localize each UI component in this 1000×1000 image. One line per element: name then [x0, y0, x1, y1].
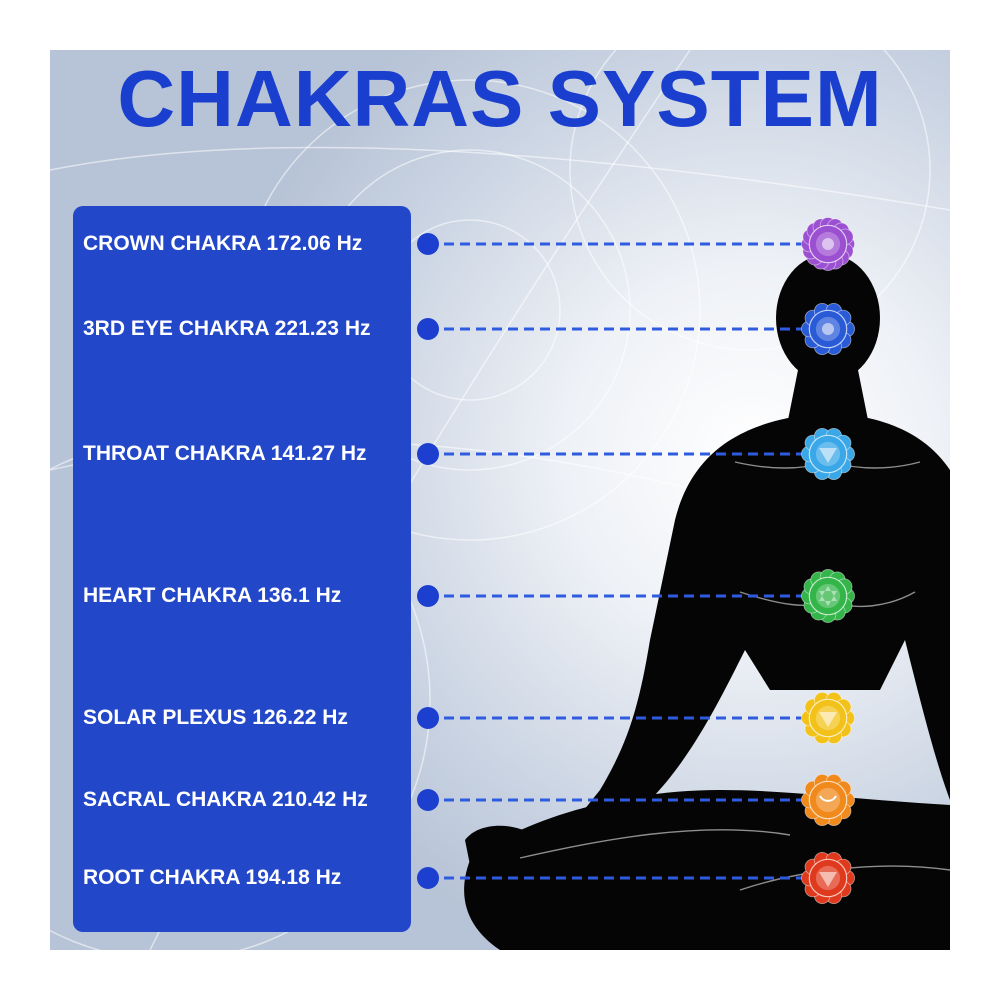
chakra-label: ROOT CHAKRA 194.18 Hz — [83, 866, 342, 889]
solar-plexus-chakra-icon — [801, 691, 855, 745]
chakra-row-5 — [417, 773, 855, 827]
crown-chakra-lotus-om-icon — [801, 217, 855, 271]
chakra-label: THROAT CHAKRA 141.27 Hz — [83, 442, 367, 465]
chakra-row-4 — [417, 691, 855, 745]
third-eye-chakra-icon — [801, 302, 855, 356]
chakra-row-0 — [417, 217, 855, 271]
connector-dot — [417, 585, 439, 607]
connector-dot — [417, 867, 439, 889]
chakra-label-panel — [73, 206, 411, 932]
chakra-label: HEART CHAKRA 136.1 Hz — [83, 584, 342, 607]
connector-dot — [417, 318, 439, 340]
chakra-row-1 — [417, 302, 855, 356]
chakra-label: 3RD EYE CHAKRA 221.23 Hz — [83, 317, 371, 340]
chakra-row-6 — [417, 851, 855, 905]
heart-chakra-icon — [801, 569, 855, 623]
root-chakra-icon — [801, 851, 855, 905]
page-title: CHAKRAS SYSTEM — [117, 54, 883, 143]
chakra-label: CROWN CHAKRA 172.06 Hz — [83, 232, 363, 255]
connector-dot — [417, 443, 439, 465]
connector-dot — [417, 789, 439, 811]
connector-dot — [417, 707, 439, 729]
connector-dot — [417, 233, 439, 255]
sacral-chakra-icon — [801, 773, 855, 827]
chakra-row-3 — [417, 569, 855, 623]
chakra-row-2 — [417, 427, 855, 481]
chakra-label: SACRAL CHAKRA 210.42 Hz — [83, 788, 368, 811]
throat-chakra-icon — [801, 427, 855, 481]
chakra-label: SOLAR PLEXUS 126.22 Hz — [83, 706, 348, 729]
